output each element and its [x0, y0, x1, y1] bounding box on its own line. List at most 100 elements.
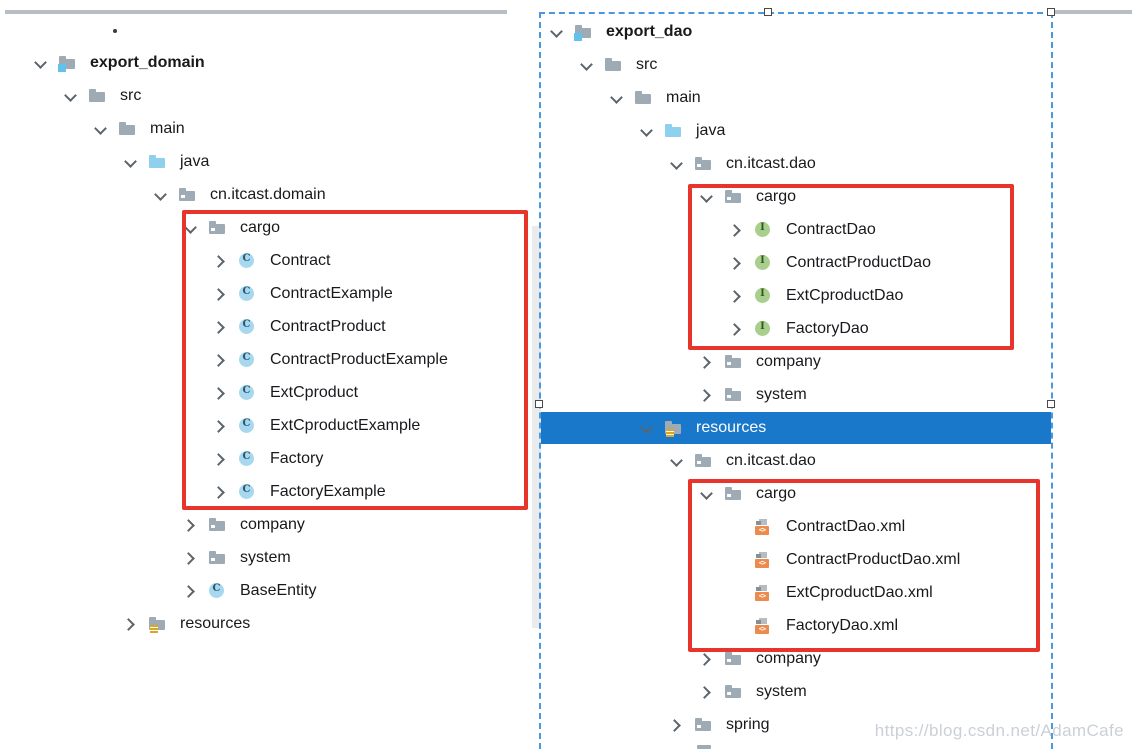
right-tree-row-contractproductdao-xml[interactable]: <>ContractProductDao.xml	[541, 544, 1051, 576]
tree-item-label: export_domain	[90, 54, 205, 71]
chevron-down-icon[interactable]	[668, 453, 684, 469]
right-tree-row-cargo[interactable]: cargo	[541, 181, 1051, 213]
chevron-down-icon[interactable]	[152, 187, 168, 203]
marquee-handle-top-center[interactable]	[764, 8, 772, 16]
xml-file-icon: <>	[755, 552, 771, 568]
package-folder-icon	[695, 717, 711, 733]
right-tree-row-cargo[interactable]: cargo	[541, 478, 1051, 510]
xml-file-icon: <>	[755, 519, 771, 535]
right-tree-row-extcproductdao-xml[interactable]: <>ExtCproductDao.xml	[541, 577, 1051, 609]
chevron-down-icon[interactable]	[578, 57, 594, 73]
chevron-down-icon[interactable]	[638, 420, 654, 436]
chevron-down-icon[interactable]	[698, 189, 714, 205]
package-folder-icon	[209, 517, 225, 533]
chevron-right-icon[interactable]	[668, 717, 684, 733]
right-tree-row-src[interactable]: src	[541, 49, 1051, 81]
chevron-down-icon[interactable]	[608, 90, 624, 106]
class-icon: C	[239, 484, 255, 500]
chevron-right-icon[interactable]	[698, 387, 714, 403]
chevron-right-icon[interactable]	[728, 321, 744, 337]
right-tree-row-company[interactable]: company	[541, 643, 1051, 675]
chevron-right-icon[interactable]	[212, 451, 228, 467]
chevron-right-icon[interactable]	[698, 354, 714, 370]
left-tree-row-export-domain[interactable]: export_domain	[0, 47, 540, 79]
marquee-handle-right-middle[interactable]	[1047, 400, 1055, 408]
marquee-handle-left-middle[interactable]	[535, 400, 543, 408]
right-tree-row-system[interactable]: system	[541, 676, 1051, 708]
left-tree-row-src[interactable]: src	[0, 80, 540, 112]
left-tree-row-resources[interactable]: resources	[0, 608, 540, 640]
chevron-down-icon[interactable]	[698, 486, 714, 502]
top-divider-right	[1053, 10, 1132, 14]
chevron-down-icon[interactable]	[638, 123, 654, 139]
chevron-down-icon[interactable]	[548, 24, 564, 40]
chevron-down-icon[interactable]	[668, 156, 684, 172]
chevron-right-icon[interactable]	[212, 418, 228, 434]
left-tree-row-cn-itcast-domain[interactable]: cn.itcast.domain	[0, 179, 540, 211]
class-icon: C	[239, 385, 255, 401]
tree-item-label: java	[696, 122, 726, 139]
chevron-right-icon[interactable]	[728, 255, 744, 271]
right-capture-panel	[541, 12, 1053, 749]
chevron-right-icon[interactable]	[182, 583, 198, 599]
chevron-right-icon[interactable]	[698, 684, 714, 700]
right-tree-row-main[interactable]: main	[541, 82, 1051, 114]
left-tree-row-java[interactable]: java	[0, 146, 540, 178]
left-tree-row-company[interactable]: company	[0, 509, 540, 541]
folder-icon	[605, 57, 621, 73]
tree-item-label: system	[240, 549, 291, 566]
chevron-right-icon[interactable]	[212, 352, 228, 368]
chevron-right-icon[interactable]	[182, 550, 198, 566]
marquee-handle-top-right[interactable]	[1047, 8, 1055, 16]
tree-item-label: main	[150, 120, 185, 137]
chevron-down-icon[interactable]	[182, 220, 198, 236]
chevron-down-icon[interactable]	[92, 121, 108, 137]
chevron-right-icon[interactable]	[212, 319, 228, 335]
left-tree-row-main[interactable]: main	[0, 113, 540, 145]
chevron-down-icon[interactable]	[122, 154, 138, 170]
right-tree-row-spring[interactable]: spring	[541, 709, 1051, 741]
chevron-right-icon[interactable]	[212, 286, 228, 302]
right-tree-row-cn-itcast-dao[interactable]: cn.itcast.dao	[541, 148, 1051, 180]
right-tree-row-export-dao[interactable]: export_dao	[541, 16, 1051, 48]
right-tree-row-resources[interactable]: resources	[541, 412, 1051, 444]
chevron-right-icon[interactable]	[728, 288, 744, 304]
resources-folder-icon	[665, 420, 681, 437]
right-tree-row-system[interactable]: system	[541, 379, 1051, 411]
right-tree-row-java[interactable]: java	[541, 115, 1051, 147]
chevron-right-icon[interactable]	[122, 616, 138, 632]
tree-item-label: company	[756, 650, 821, 667]
chevron-down-icon[interactable]	[62, 88, 78, 104]
chevron-right-icon[interactable]	[212, 484, 228, 500]
chevron-right-icon[interactable]	[182, 517, 198, 533]
chevron-right-icon[interactable]	[698, 651, 714, 667]
chevron-right-icon[interactable]	[212, 253, 228, 269]
right-tree-row-cn-itcast-dao[interactable]: cn.itcast.dao	[541, 445, 1051, 477]
chevron-right-icon[interactable]	[212, 385, 228, 401]
chevron-right-icon[interactable]	[728, 222, 744, 238]
tree-item-label: BaseEntity	[240, 582, 317, 599]
tree-item-label: cn.itcast.domain	[210, 186, 326, 203]
left-tree-row-system[interactable]: system	[0, 542, 540, 574]
chevron-down-icon[interactable]	[32, 55, 48, 71]
left-tree-row-cargo[interactable]: cargo	[0, 212, 540, 244]
right-tree-row-contractdao-xml[interactable]: <>ContractDao.xml	[541, 511, 1051, 543]
tree-item-label: cargo	[756, 188, 797, 205]
tree-item-label: system	[756, 683, 807, 700]
class-icon: C	[239, 253, 255, 269]
right-tree-row-factorydao-xml[interactable]: <>FactoryDao.xml	[541, 610, 1051, 642]
right-tree-row-company[interactable]: company	[541, 346, 1051, 378]
